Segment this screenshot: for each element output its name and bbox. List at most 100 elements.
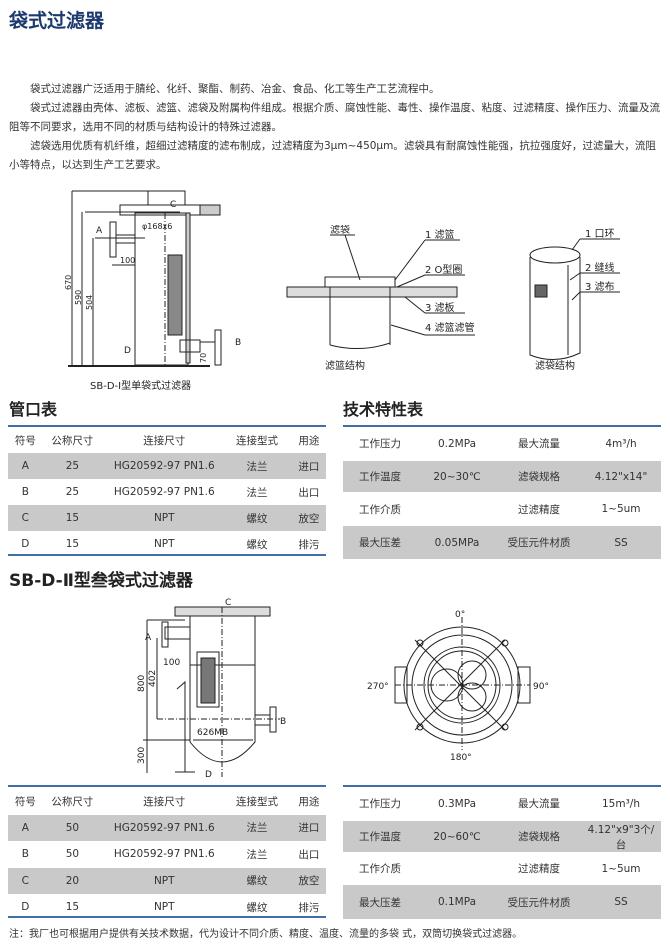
table-cell: D: [21, 538, 30, 550]
port-d-label: D: [124, 346, 131, 356]
table-cell: 法兰: [246, 486, 268, 499]
column-header: 连接尺寸: [143, 434, 186, 447]
table-cell: 1~5um: [601, 503, 641, 515]
table-cell: 工作压力: [359, 438, 401, 450]
dim-402-label: 402: [148, 670, 158, 687]
basket-label-1: 1 滤篮: [425, 228, 455, 241]
bag-label-3: 3 滤布: [585, 280, 615, 293]
intro-paragraph-3: 滤袋选用优质有机纤维，超细过滤精度的滤布制成，过滤精度为3μm~450μm。滤袋…: [9, 140, 656, 171]
basket-structure-drawing: 滤袋 1 滤篮 2 O型圈 3 滤板 4 滤篮滤管 滤篮结构: [286, 225, 475, 372]
table-cell: B: [21, 486, 29, 498]
bag-structure-drawing: 1 口环 2 缝线 3 滤布 滤袋结构: [529, 229, 620, 372]
bag-caption: 滤袋结构: [535, 359, 575, 372]
port-b-label: B: [235, 338, 241, 348]
table-cell: 0.1MPa: [437, 896, 477, 908]
top-view-drawing: 0° 90° 180° 270°: [367, 610, 549, 763]
diagram1-caption: SB-D-Ⅰ型单袋式过滤器: [90, 379, 191, 392]
table-cell: 滤袋规格: [518, 831, 560, 843]
basket-caption: 滤篮结构: [325, 359, 365, 372]
basket-label-3: 3 滤板: [425, 301, 455, 314]
table-cell: 法兰: [246, 822, 268, 835]
table-cell: HG20592-97 PN1.6: [113, 486, 215, 498]
table-cell: 4.12"x14": [594, 470, 648, 483]
column-header: 用途: [298, 434, 320, 447]
table-cell: 工作介质: [359, 503, 401, 516]
basket-label-4: 4 滤篮滤管: [425, 321, 475, 334]
dim-800-label: 800: [137, 675, 147, 692]
table-cell: 工作温度: [359, 471, 401, 483]
port-c-label: C: [170, 200, 176, 210]
port-c-label: C: [225, 598, 231, 608]
column-header: 连接型式: [236, 434, 279, 447]
table-cell: C: [21, 512, 29, 524]
column-header: 符号: [14, 795, 36, 808]
single-bag-filter-drawing: A C φ168x6 100 D B 670 590 504 70 SB-D-Ⅰ…: [64, 190, 241, 392]
table-cell: 排污: [298, 538, 320, 551]
table-cell: SS: [614, 536, 628, 549]
angle-0-label: 0°: [455, 610, 465, 620]
column-header: 公称尺寸: [51, 434, 94, 447]
table-cell: SS: [614, 896, 628, 908]
table-cell: 最大流量: [518, 438, 560, 450]
intro-paragraph-1: 袋式过滤器广泛适用于腈纶、化纤、聚酯、制药、冶金、食品、化工等生产工艺流程中。: [9, 83, 440, 95]
table-cell: 过滤精度: [518, 863, 560, 875]
table-cell: 0.2MPa: [437, 437, 477, 450]
port-a-label: A: [145, 633, 152, 643]
table-cell: 工作温度: [359, 831, 401, 843]
table-cell: HG20592-97 PN1.6: [113, 821, 215, 834]
port-a-label: A: [96, 226, 103, 236]
port-d-label: D: [205, 770, 212, 780]
table-cell: A: [21, 460, 29, 472]
table-cell: C: [21, 874, 29, 887]
table-cell: 放空: [298, 875, 320, 888]
triple-bag-filter-drawing: A C B D 100 626MB 800 402 300: [137, 598, 286, 780]
table-cell: 螺纹: [246, 875, 268, 888]
dim-100-label: 100: [120, 256, 135, 265]
table-cell: 4m³/h: [605, 437, 637, 450]
table-rule: [343, 785, 661, 787]
basket-label-2: 2 O型圈: [425, 263, 462, 276]
table-cell: 螺纹: [246, 512, 268, 525]
table-row: B 25 HG20592-97 PN1.6 法兰 出口: [8, 479, 326, 505]
port-b-label: B: [280, 717, 286, 727]
table-cell: 50: [65, 821, 80, 834]
table-cell: 15: [65, 901, 80, 914]
table-cell: 25: [65, 460, 80, 472]
diameter-label: φ168x6: [142, 222, 172, 231]
table-cell: 20~60℃: [433, 830, 481, 843]
table-cell: 0.3MPa: [437, 797, 477, 810]
table-cell: 出口: [298, 486, 320, 499]
table-cell: 50: [65, 848, 80, 861]
table-cell: 法兰: [246, 460, 268, 473]
column-header: 连接尺寸: [143, 795, 186, 808]
table-cell: 最大流量: [518, 798, 560, 810]
table-cell: 25: [65, 486, 80, 498]
table-cell: NPT: [153, 512, 175, 524]
table-cell: 15: [65, 538, 80, 550]
table-cell: 滤袋规格: [518, 471, 560, 483]
table-cell: 进口: [298, 460, 320, 473]
intro-paragraph-2: 袋式过滤器由壳体、滤板、滤篮、滤袋及附属构件组成。根据介质、腐蚀性能、毒性、操作…: [9, 102, 660, 133]
table-rule: [343, 425, 661, 427]
table-cell: 20~30℃: [433, 470, 481, 483]
bag-label-2: 2 缝线: [585, 261, 615, 274]
table-rule: [8, 554, 326, 556]
table-cell: 受压元件材质: [507, 537, 571, 549]
table-cell: 0.05MPa: [434, 536, 480, 549]
table-cell: 排污: [298, 901, 320, 914]
table-header-row: 符号公称尺寸连接尺寸连接型式用途: [8, 788, 326, 815]
dim-504-label: 504: [85, 295, 94, 310]
table-cell: 螺纹: [246, 901, 268, 914]
table-cell: 15: [65, 512, 80, 524]
column-header: 符号: [14, 434, 36, 447]
